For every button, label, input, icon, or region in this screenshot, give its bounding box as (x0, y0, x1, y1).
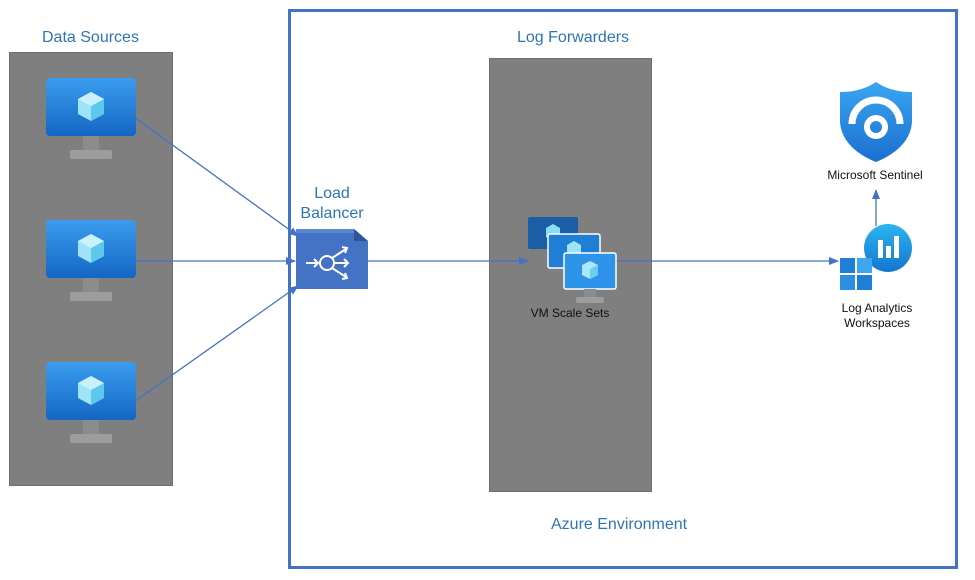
azure-environment-label: Azure Environment (551, 516, 688, 533)
virtual-machine-icon (46, 78, 136, 159)
log-analytics-icon (840, 224, 912, 290)
load-balancer-icon (296, 229, 368, 289)
load-balancer-label-line1: Load (314, 185, 350, 202)
virtual-machine-icon (46, 220, 136, 301)
log-analytics-label: Log Analytics Workspaces (822, 301, 932, 331)
sentinel-shield-icon (840, 82, 912, 162)
load-balancer-label-line2: Balancer (300, 205, 364, 222)
virtual-machine-icon (46, 362, 136, 443)
load-balancer-label: Load Balancer (296, 184, 368, 224)
sentinel-label: Microsoft Sentinel (827, 168, 923, 182)
log-analytics-label-line1: Log Analytics (841, 301, 913, 315)
log-forwarders-title: Log Forwarders (517, 29, 630, 46)
data-sources-title: Data Sources (42, 29, 139, 46)
vm-scale-sets-icon (528, 217, 617, 303)
arrow-vm1-to-lb (133, 116, 299, 237)
arrow-vm3-to-lb (133, 285, 299, 403)
log-analytics-label-line2: Workspaces (844, 316, 910, 330)
vm-scale-sets-label: VM Scale Sets (530, 306, 610, 320)
